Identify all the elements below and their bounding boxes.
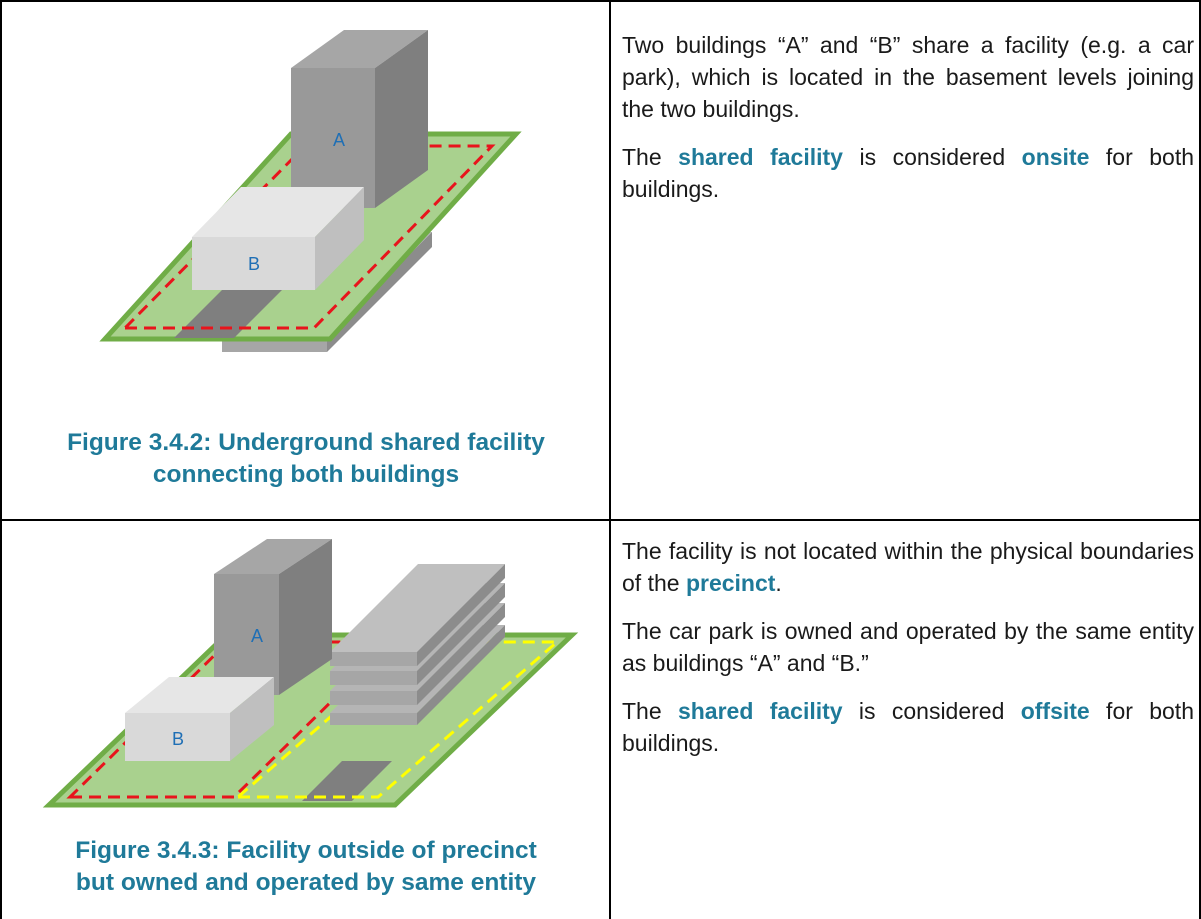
keyword-onsite: onsite [1021, 144, 1090, 170]
text: for both buildings. [622, 698, 1194, 756]
keyword-shared-facility: shared facility [677, 698, 843, 724]
figure-caption-line-2: but owned and operated by same entity [75, 869, 537, 896]
car-park-ramp [174, 288, 284, 338]
paragraph: The shared facility is considered offsit… [622, 695, 1194, 759]
keyword-offsite: offsite [1020, 698, 1090, 724]
building-a-label: A [333, 130, 346, 150]
text: The [622, 698, 678, 724]
figure-3-4-2-illustration [99, 30, 522, 352]
table-row-divider [0, 519, 1201, 521]
text: is considered [842, 698, 1021, 724]
precinct-boundary [121, 144, 496, 330]
figure-caption-line-2: connecting both buildings [152, 461, 460, 488]
figure-caption-line-1: Figure 3.4.3: Facility outside of precin… [75, 837, 537, 864]
text: is considered [842, 144, 1022, 170]
paragraph: The shared facility is considered onsite… [622, 141, 1194, 205]
keyword-shared-facility: shared facility [678, 144, 843, 170]
car-park-levels [330, 564, 505, 725]
building-b [192, 187, 364, 290]
table-border-left [0, 0, 2, 919]
text: . [775, 570, 782, 596]
figure-caption: Figure 3.4.3: Facility outside of precin… [2, 835, 610, 899]
building-a [214, 539, 332, 695]
car-park-ramp [302, 761, 392, 801]
figure-cell-2: A B Figure 3.4.3: Facility outside of pr… [2, 521, 610, 917]
keyword-precinct: precinct [685, 570, 776, 596]
figure-caption: Figure 3.4.2: Underground shared facilit… [2, 427, 610, 491]
description-cell-2: The facility is not located within the p… [622, 535, 1194, 775]
building-b [125, 677, 274, 761]
building-b-label: B [172, 729, 185, 749]
paragraph: The car park is owned and operated by th… [622, 618, 1194, 676]
building-b-label: B [248, 254, 261, 274]
building-a-label: A [251, 626, 264, 646]
paragraph: Two buildings “A” and “B” share a facili… [622, 32, 1194, 122]
description-cell-1: Two buildings “A” and “B” share a facili… [622, 29, 1194, 221]
text: The facility is not located within the p… [622, 538, 1194, 596]
text: The [622, 144, 679, 170]
table-column-divider [609, 0, 611, 919]
figure-caption-line-1: Figure 3.4.2: Underground shared facilit… [67, 429, 545, 456]
building-a [291, 30, 428, 208]
text: for both buildings. [622, 144, 1195, 202]
figure-cell-1: A B Figure 3.4.2: Underground shared fac… [2, 2, 610, 519]
figure-3-4-3-illustration [42, 539, 579, 808]
table-border-right [1199, 0, 1201, 919]
paragraph: The facility is not located within the p… [622, 535, 1194, 599]
table-border-top [0, 0, 1201, 2]
